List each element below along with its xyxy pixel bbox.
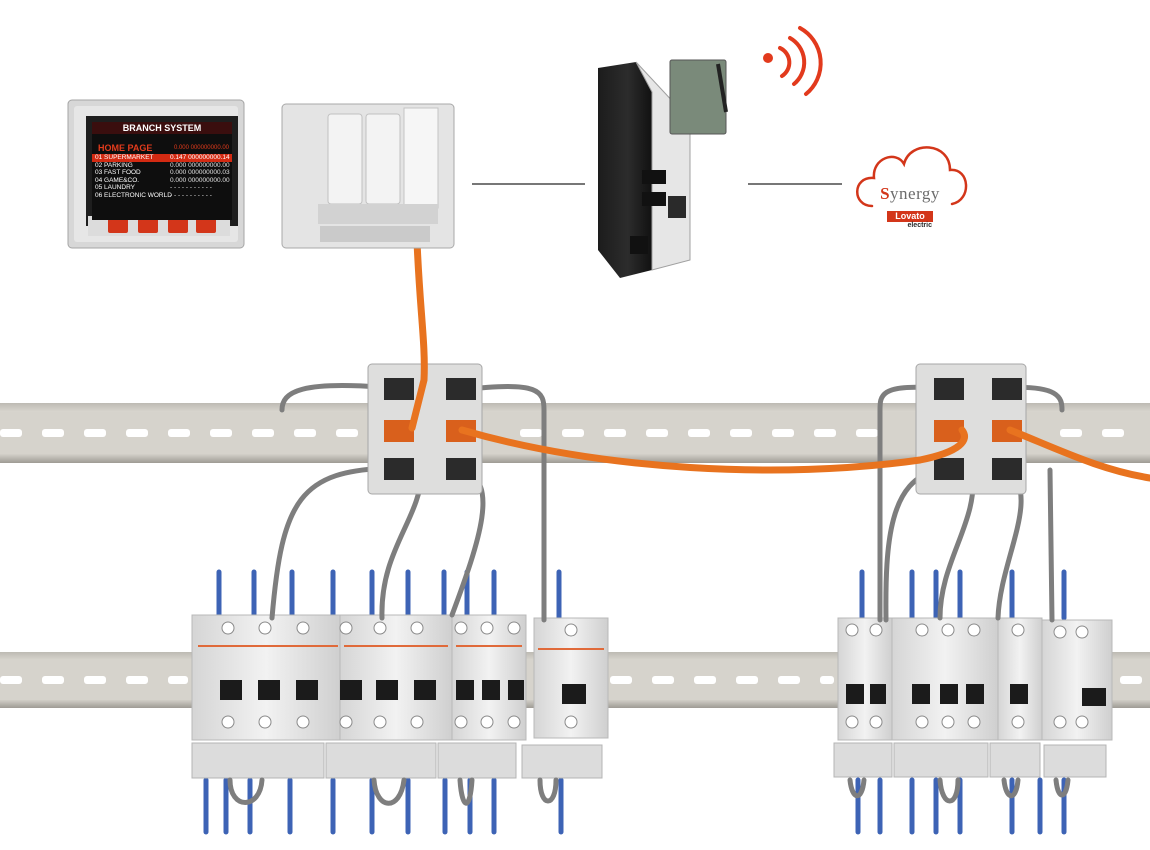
lovato-logo-sub: electric [907,222,932,229]
breaker-group-left [191,614,609,779]
display-page-value: 0.000 000000000.00 [173,145,229,151]
display-subheader [92,134,232,142]
display-buttons [108,218,216,233]
antenna-icon [716,63,728,113]
wifi-signal-icon [763,26,823,96]
controller-unit [281,103,455,249]
breaker-group-right [833,617,1113,778]
gateway-unit [598,59,728,278]
display-title: BRANCH SYSTEM [92,122,232,134]
display-row: 04 GAME&CO.0.000 000000000.00 [95,176,230,184]
busbars [203,569,1067,835]
display-row: 05 LAUNDRY- - - - - - - - - - - [95,184,212,191]
cloud-icon [856,146,968,208]
hub-module-right [915,363,1027,495]
hub-module-left [367,363,483,495]
display-row: 06 ELECTRONIC WORLD- - - - - - - - - - - [95,191,212,199]
lovato-logo: Lovato [887,211,933,222]
synergy-label: Synergy [880,184,940,203]
